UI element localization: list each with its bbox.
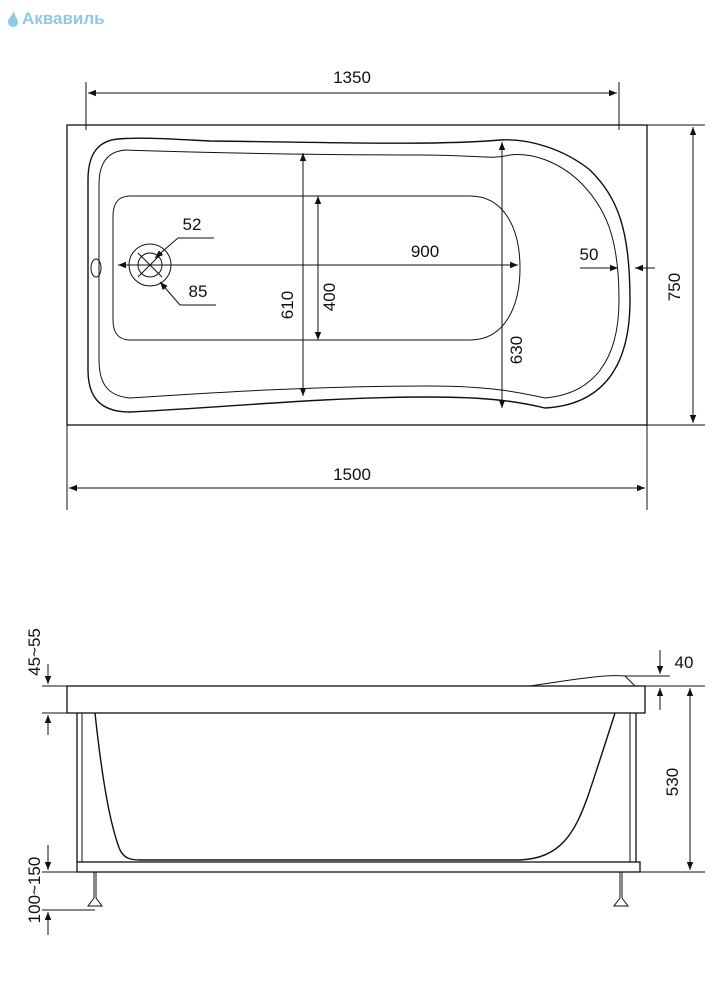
dim-630: 630 <box>507 336 526 364</box>
dim-1500: 1500 <box>333 465 371 484</box>
brand-name: Аквавиль <box>22 9 105 28</box>
dim-85: 85 <box>189 282 208 301</box>
bowl-floor <box>112 195 521 341</box>
left-foot <box>87 872 103 907</box>
dim-610: 610 <box>278 291 297 319</box>
tub-base-frame <box>76 861 641 873</box>
tub-outline <box>66 124 648 426</box>
dim-45-55: 45~55 <box>25 628 44 676</box>
right-foot <box>613 872 629 907</box>
dim-900: 900 <box>411 242 439 261</box>
top-view: 1350 1500 750 900 610 400 630 52 85 <box>66 68 705 510</box>
side-bowl-profile <box>94 712 616 861</box>
dim-52: 52 <box>183 215 202 234</box>
side-view: 45~55 40 530 100~150 <box>25 628 705 935</box>
drop-icon <box>8 11 18 27</box>
dim-400: 400 <box>320 283 339 311</box>
bowl-outer-contour <box>87 137 631 413</box>
brand-logo: Аквавиль <box>6 8 105 30</box>
bowl-inner-contour <box>98 149 620 399</box>
dim-530: 530 <box>663 768 682 796</box>
headrest-profile <box>529 675 636 687</box>
tub-rim <box>66 685 646 714</box>
dim-750: 750 <box>665 273 684 301</box>
dim-1350: 1350 <box>333 68 371 87</box>
dim-100-150: 100~150 <box>25 857 44 924</box>
dim-50: 50 <box>580 245 599 264</box>
overflow-hole <box>90 258 102 278</box>
dim-40: 40 <box>675 653 694 672</box>
